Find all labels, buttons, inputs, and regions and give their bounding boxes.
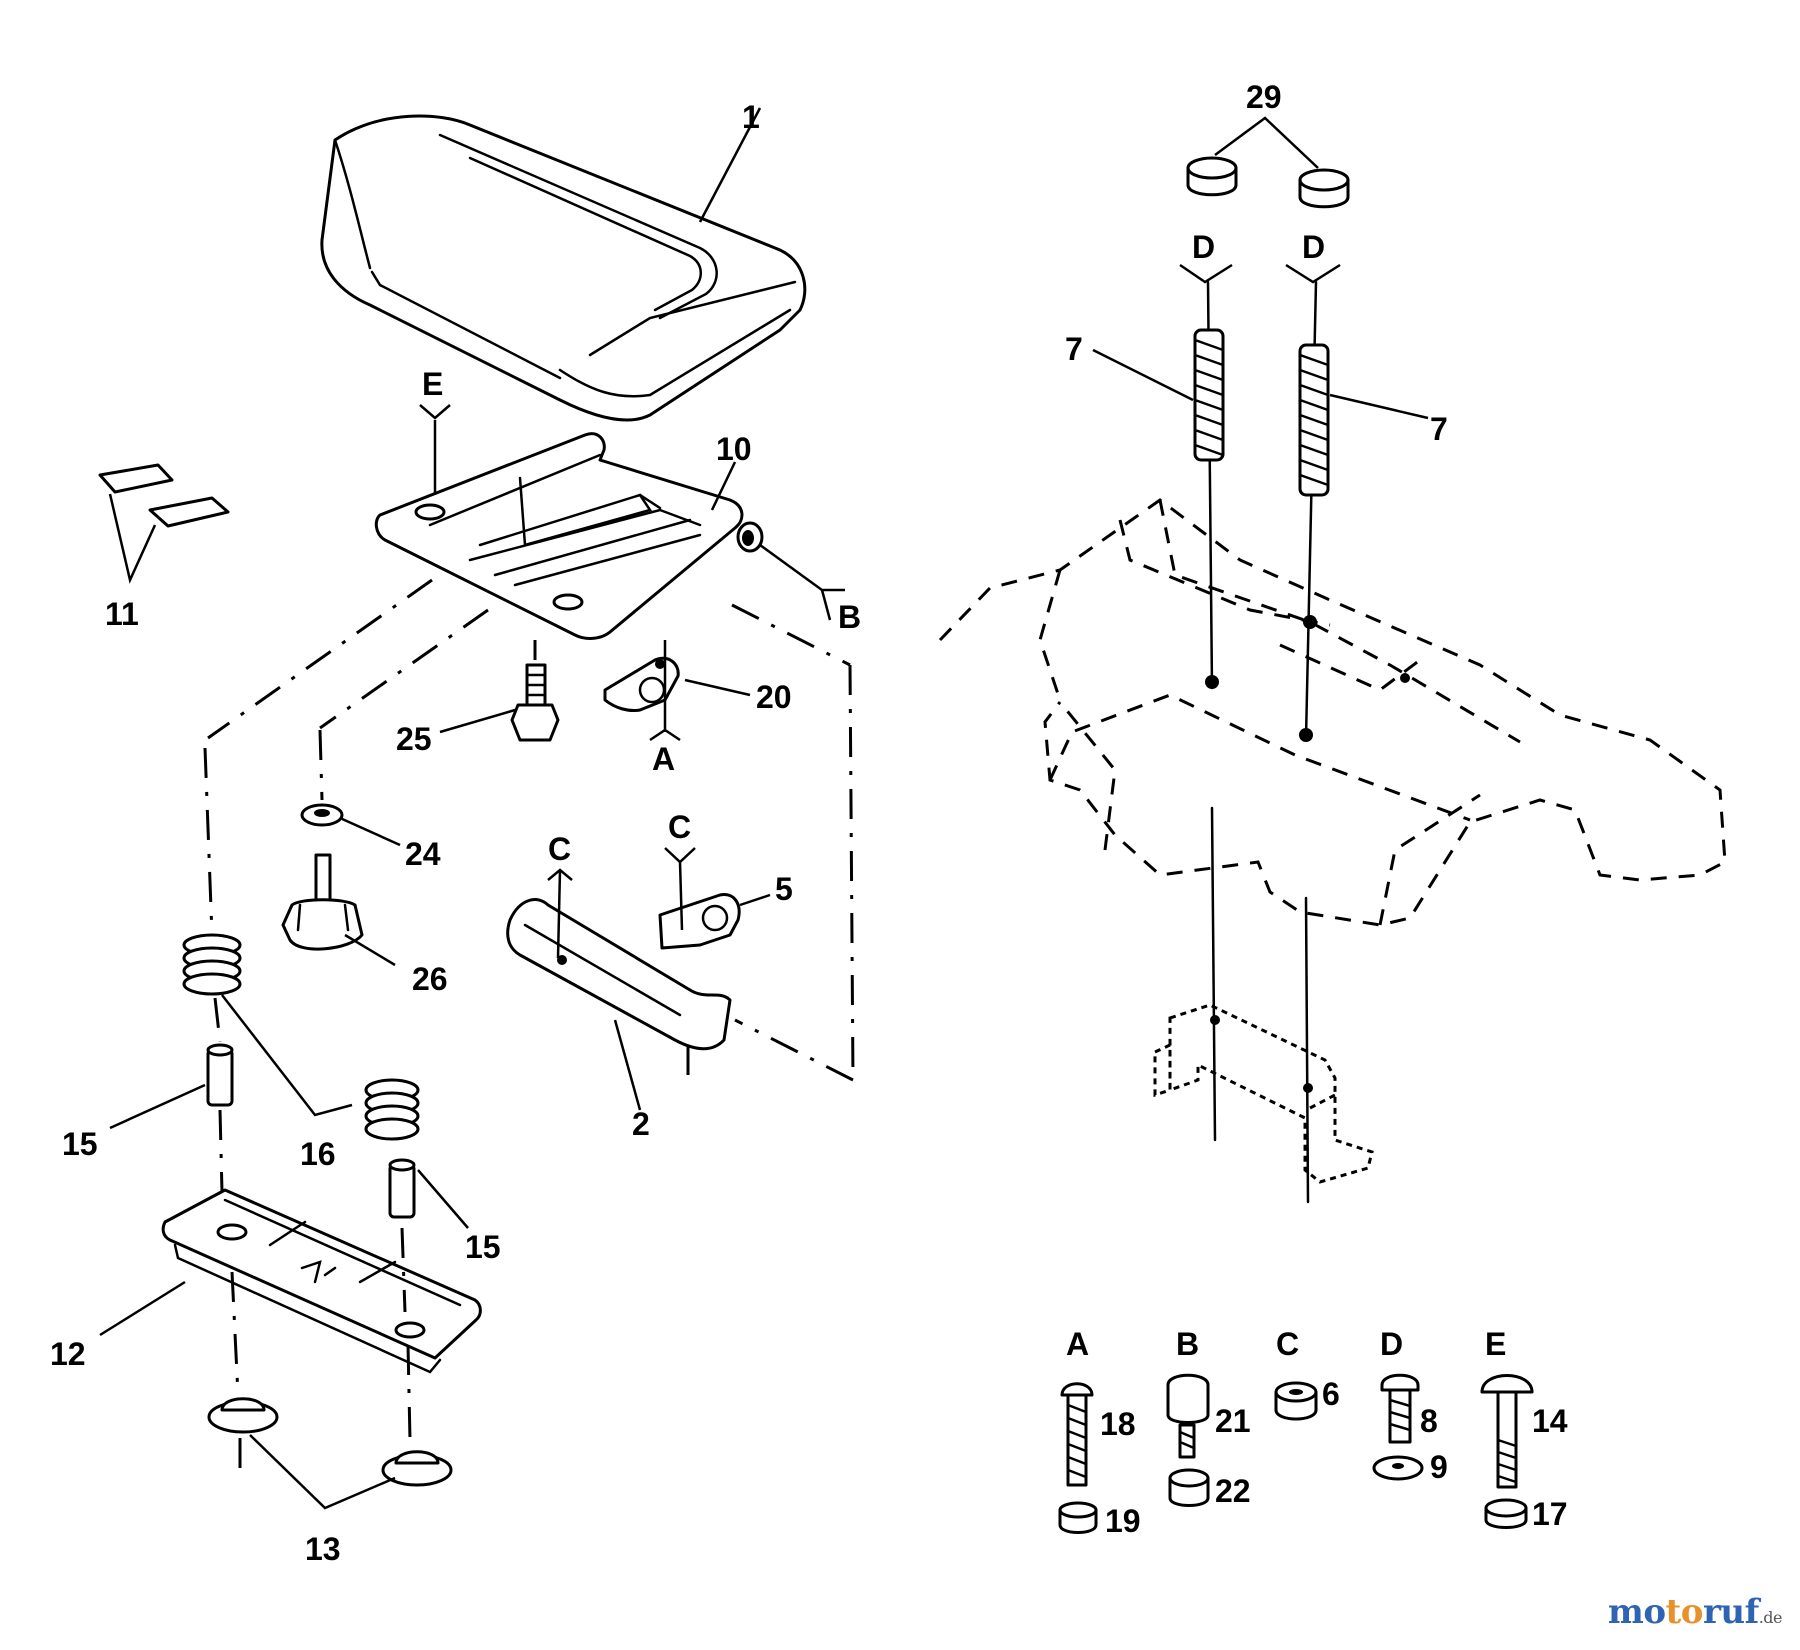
hardware-nut-6 <box>1274 1381 1318 1421</box>
callout-15-left: 15 <box>62 1126 98 1162</box>
rod-extension-right <box>1304 896 1310 1204</box>
legend-c: C <box>1276 1326 1299 1362</box>
callout-6: 6 <box>1322 1376 1340 1412</box>
cap-29-right <box>1298 168 1350 209</box>
callout-25: 25 <box>396 721 432 757</box>
ref-line-c-left <box>547 868 573 959</box>
hardware-legend-letters: A B C D E <box>1066 1326 1506 1362</box>
grommet-13-right <box>381 1450 453 1487</box>
callout-15-right: 15 <box>465 1229 501 1265</box>
part-callouts: 1 10 11 20 25 24 26 5 2 15 16 15 12 13 2… <box>50 79 1568 1567</box>
callout-26: 26 <box>412 961 448 997</box>
ref-line-e <box>419 404 451 495</box>
legend-b: B <box>1176 1326 1199 1362</box>
hardware-bolt-14 <box>1480 1374 1534 1489</box>
lower-bracket-outline <box>1153 1003 1374 1184</box>
legend-a: A <box>1066 1326 1089 1362</box>
shoulder-bolt <box>439 663 560 742</box>
motoruf-watermark: motoruf.de <box>1607 1592 1783 1632</box>
callout-14: 14 <box>1532 1403 1568 1439</box>
callout-7-right: 7 <box>1430 411 1448 447</box>
assembly-guide-lines-left <box>203 578 855 1480</box>
clamp-5 <box>658 893 771 950</box>
leader-b-main <box>759 543 845 592</box>
spring-16-left <box>182 933 242 996</box>
hardware-bolt-18 <box>1060 1382 1094 1487</box>
callout-16: 16 <box>300 1136 336 1172</box>
callout-12: 12 <box>50 1336 86 1372</box>
hardware-nut-19 <box>1058 1501 1098 1534</box>
leader-29 <box>1214 116 1319 169</box>
spring-16-right <box>364 1078 420 1141</box>
leader-16 <box>221 994 353 1117</box>
callout-1: 1 <box>742 99 760 135</box>
callout-8: 8 <box>1420 1403 1438 1439</box>
ref-line-c-right <box>664 847 696 931</box>
bushing-15-left <box>109 1043 234 1130</box>
ref-b: B <box>838 599 861 635</box>
bumper-pads <box>98 463 230 584</box>
washer-24 <box>300 803 401 847</box>
seat-cushion <box>320 114 807 422</box>
bushing-15-right <box>388 1158 469 1229</box>
adjust-knob <box>281 853 396 967</box>
ref-c-left: C <box>548 831 571 867</box>
tractor-fender-outline <box>938 498 1727 927</box>
ref-c-right: C <box>668 809 691 845</box>
hardware-washer-17 <box>1484 1498 1528 1529</box>
rod-extension-left <box>1210 806 1217 1142</box>
legend-e: E <box>1485 1326 1506 1362</box>
leader-11 <box>108 493 157 584</box>
callout-22: 22 <box>1215 1473 1251 1509</box>
watermark-part-de: .de <box>1758 1608 1783 1627</box>
leader-13 <box>249 1434 396 1510</box>
ref-line-a <box>649 640 681 742</box>
callout-21: 21 <box>1215 1403 1251 1439</box>
hardware-pin-21 <box>1166 1373 1210 1459</box>
cap-29-left <box>1186 156 1238 197</box>
leader-1 <box>698 107 762 223</box>
callout-5: 5 <box>775 871 793 907</box>
watermark-part-to: to <box>1665 1592 1704 1632</box>
callout-24: 24 <box>405 836 441 872</box>
seat-pan <box>374 432 764 640</box>
spring-clip <box>603 656 751 712</box>
watermark-part-mo: mo <box>1607 1592 1666 1632</box>
callout-18: 18 <box>1100 1406 1136 1442</box>
ref-d-left: D <box>1192 229 1215 265</box>
callout-10: 10 <box>716 431 752 467</box>
legend-d: D <box>1380 1326 1403 1362</box>
watermark-part-ruf: ruf <box>1702 1592 1759 1632</box>
rod-7-right <box>1285 263 1429 742</box>
rod-7-left <box>1092 263 1233 690</box>
callout-29: 29 <box>1246 79 1282 115</box>
grommet-13-left <box>207 1397 279 1434</box>
callout-17: 17 <box>1532 1496 1568 1532</box>
callout-9: 9 <box>1430 1449 1448 1485</box>
callout-2: 2 <box>632 1106 650 1142</box>
leader-10 <box>710 461 737 511</box>
hardware-bolt-8 <box>1380 1373 1420 1444</box>
callout-20: 20 <box>756 679 792 715</box>
callout-19: 19 <box>1105 1503 1141 1539</box>
ref-d-right: D <box>1302 229 1325 265</box>
ref-e: E <box>422 366 443 402</box>
reference-letters: E B A C C D D <box>422 229 1325 867</box>
hardware-washer-9 <box>1372 1455 1424 1481</box>
ref-a: A <box>652 741 675 777</box>
base-plate <box>99 1188 482 1374</box>
callout-7-left: 7 <box>1065 331 1083 367</box>
hardware-nut-22 <box>1168 1468 1210 1507</box>
hinge-bracket <box>506 898 732 1111</box>
callout-11: 11 <box>105 596 139 632</box>
callout-13: 13 <box>305 1531 341 1567</box>
